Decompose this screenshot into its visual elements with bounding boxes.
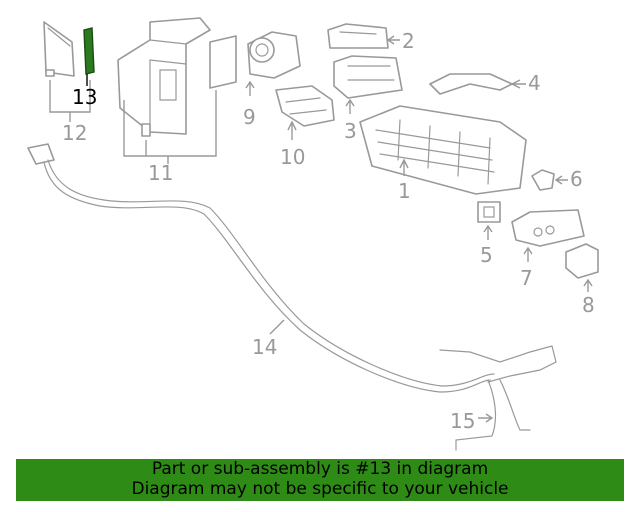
part-14-harness bbox=[27, 143, 557, 393]
notice-line-2: Diagram may not be specific to your vehi… bbox=[131, 479, 509, 499]
label-9: 9 bbox=[243, 105, 256, 129]
label-11: 11 bbox=[148, 161, 173, 185]
part-11-duct bbox=[117, 17, 237, 137]
part-8-bracket bbox=[565, 243, 599, 279]
part-15-harness bbox=[455, 379, 531, 451]
label-13-highlighted: 13 bbox=[72, 85, 97, 109]
notice-banner: Part or sub-assembly is #13 in diagram D… bbox=[16, 459, 624, 501]
label-4: 4 bbox=[528, 71, 541, 95]
part-7-module bbox=[511, 209, 585, 247]
part-1-main-unit bbox=[359, 105, 527, 195]
label-7: 7 bbox=[520, 266, 533, 290]
part-5-connector bbox=[477, 201, 501, 223]
part-2-cover bbox=[327, 23, 389, 49]
part-10-air-guide bbox=[275, 85, 335, 127]
part-3-housing bbox=[333, 55, 403, 99]
part-4-clamp bbox=[429, 73, 513, 95]
part-6-clip bbox=[531, 169, 555, 191]
label-14: 14 bbox=[252, 335, 277, 359]
part-12-bracket bbox=[43, 21, 75, 77]
label-2: 2 bbox=[402, 29, 415, 53]
label-3: 3 bbox=[344, 119, 357, 143]
label-10: 10 bbox=[280, 145, 305, 169]
part-9-actuator bbox=[247, 31, 301, 79]
label-8: 8 bbox=[582, 293, 595, 317]
label-5: 5 bbox=[480, 243, 493, 267]
label-6: 6 bbox=[570, 167, 583, 191]
label-15: 15 bbox=[450, 409, 475, 433]
label-12: 12 bbox=[62, 121, 87, 145]
label-1: 1 bbox=[398, 179, 411, 203]
part-13-highlighted bbox=[83, 27, 95, 75]
notice-line-1: Part or sub-assembly is #13 in diagram bbox=[151, 459, 489, 479]
